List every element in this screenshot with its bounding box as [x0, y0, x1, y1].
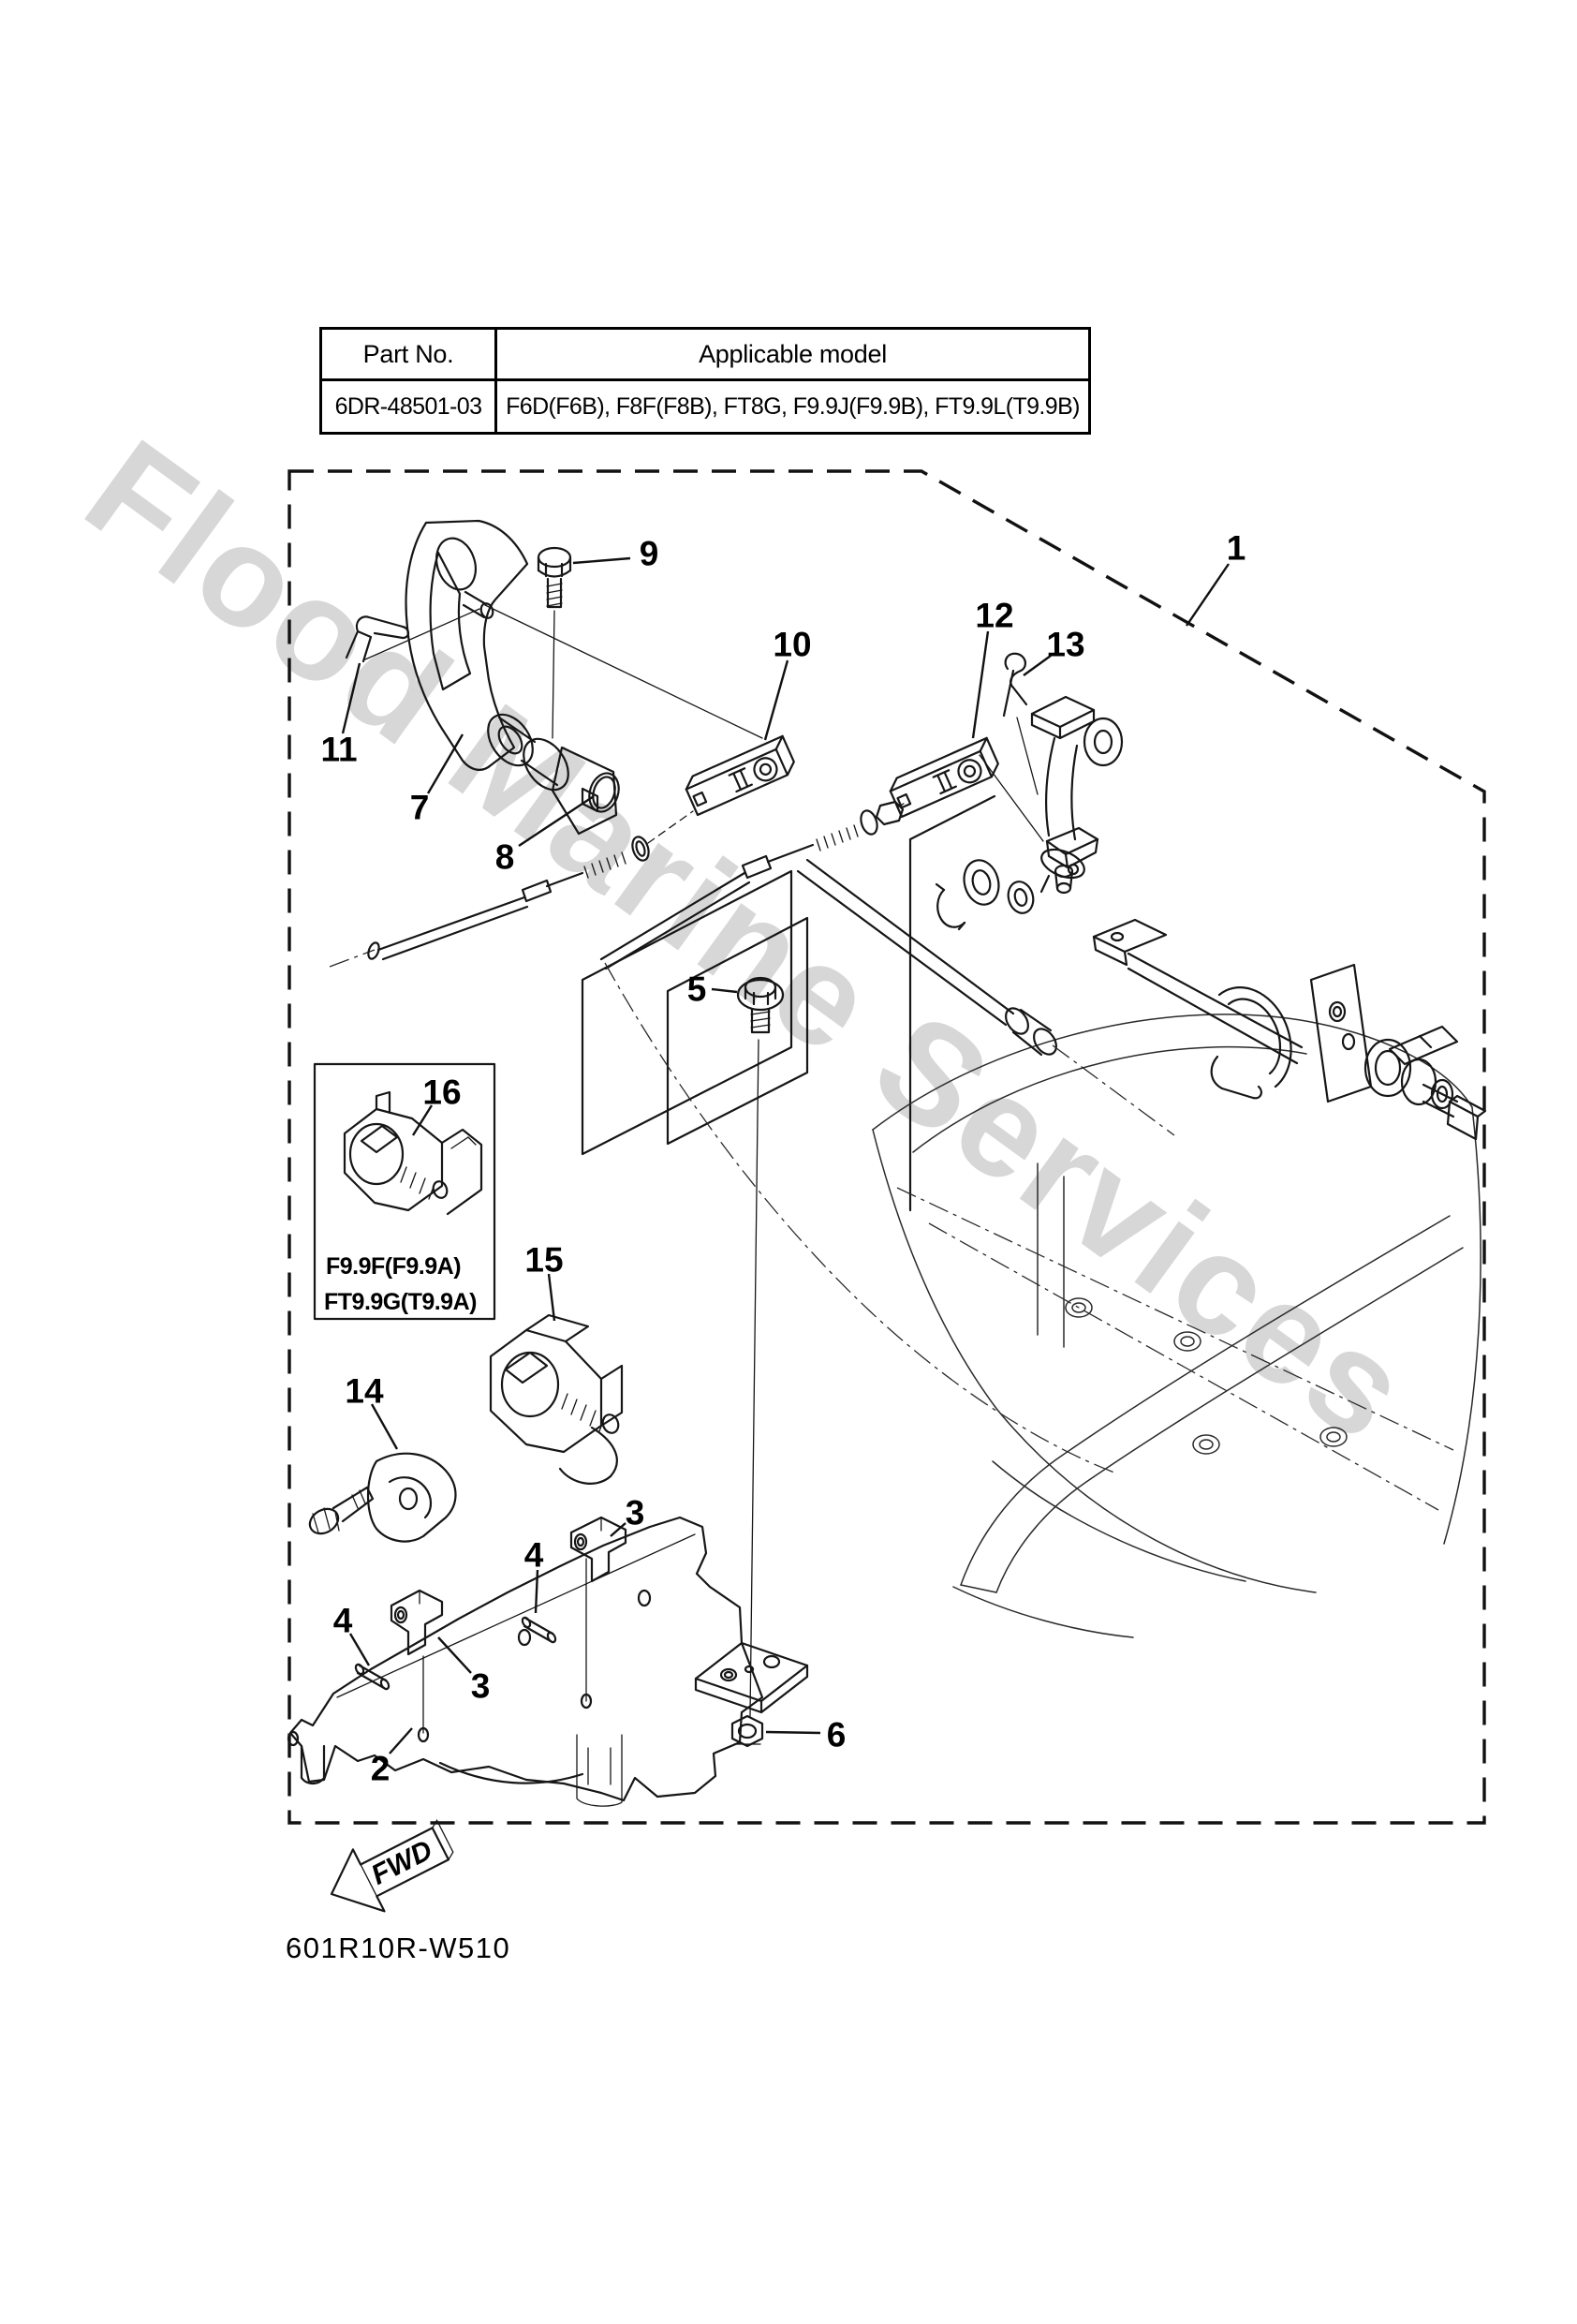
part-7-cable-barrel: [487, 713, 618, 836]
part-9-bolt: [537, 546, 572, 609]
part-5-bolt: [736, 976, 785, 1034]
callout-leader-10: [763, 659, 789, 741]
assembly-reference-lines: [364, 604, 1044, 1734]
engine-phantom: [872, 1014, 1481, 1638]
part-4-pin-mid: [521, 1616, 557, 1644]
table-data-row: 6DR-48501-03 F6D(F6B), F8F(F8B), FT8G, F…: [322, 381, 1088, 432]
part-10-cable-end: [685, 734, 795, 817]
callout-leader-2: [389, 1727, 413, 1754]
callout-leader-3: [437, 1636, 472, 1674]
callout-leader-15: [547, 1273, 556, 1322]
callout-number-3: 3: [471, 1667, 491, 1706]
part-2-foot-plate: [694, 1641, 809, 1714]
callout-leader-9: [572, 556, 631, 565]
inset-model-label-2: FT9.9G(T9.9A): [324, 1289, 477, 1315]
kit-boundary-dashed: [287, 469, 1486, 1825]
callout-number-11: 11: [320, 731, 357, 769]
callout-number-12: 12: [975, 597, 1013, 635]
part-12-cable-end: [889, 736, 999, 819]
part-number-table: Part No. Applicable model 6DR-48501-03 F…: [319, 327, 1091, 435]
callout-number-4: 4: [524, 1536, 544, 1575]
part-13-r-pin: [1002, 652, 1028, 718]
part-3-clamp-right: [569, 1516, 627, 1583]
part-3-clamp-left: [390, 1589, 444, 1656]
callout-leader-4: [534, 1569, 539, 1614]
callout-number-16: 16: [422, 1073, 461, 1112]
fwd-direction-arrow: FWD: [330, 1818, 454, 1913]
steering-friction-assembly: [1092, 918, 1487, 1141]
bolt-bosses: [1065, 1297, 1348, 1455]
cell-part-no: 6DR-48501-03: [322, 381, 497, 432]
callout-number-13: 13: [1046, 626, 1084, 664]
part-14-bolt: [308, 1486, 375, 1535]
callout-leader-14: [370, 1403, 399, 1450]
part-11-clip-pin: [345, 615, 410, 663]
cable-clip-cluster: [935, 848, 1085, 931]
part-8-o-ring: [588, 772, 620, 813]
callout-leader-13: [1023, 655, 1052, 676]
throttle-cables: [329, 800, 1175, 1473]
callout-number-15: 15: [524, 1241, 563, 1280]
drawing-code: 601R10R-W510: [286, 1932, 510, 1964]
throttle-lever-assembly: [1030, 695, 1124, 895]
part-15-rubber-mount: [489, 1313, 624, 1485]
callout-number-2: 2: [371, 1750, 391, 1788]
callout-number-3: 3: [626, 1494, 645, 1532]
callout-number-5: 5: [687, 970, 707, 1009]
part-14-damper-washer: [367, 1452, 457, 1543]
callout-leader-6: [765, 1730, 821, 1735]
mount-plates: [581, 794, 996, 1212]
roman-II-mark: [932, 769, 957, 795]
callout-number-7: 7: [410, 789, 430, 827]
inset-model-label-1: F9.9F(F9.9A): [326, 1253, 461, 1280]
callout-leader-5: [711, 987, 738, 994]
callout-number-10: 10: [773, 626, 811, 664]
table-header-row: Part No. Applicable model: [322, 330, 1088, 381]
callout-number-4: 4: [333, 1602, 353, 1640]
callout-number-9: 9: [640, 535, 659, 573]
part-16-rubber-mount: [343, 1090, 483, 1216]
callout-leader-7: [426, 733, 464, 794]
callout-number-14: 14: [345, 1372, 384, 1411]
callout-number-1: 1: [1227, 529, 1246, 568]
callout-leader-4: [348, 1633, 371, 1666]
header-applicable-model: Applicable model: [699, 339, 887, 368]
roman-II-mark: [728, 767, 753, 793]
callout-number-6: 6: [827, 1716, 847, 1754]
callout-leader-1: [1186, 563, 1230, 627]
watermark-text: Flood Marine Services: [59, 409, 1438, 1473]
callout-leader-8: [518, 794, 595, 848]
part-6-nut: [730, 1714, 764, 1748]
header-part-no: Part No.: [322, 330, 497, 378]
part-7-clamp-bracket: [405, 519, 529, 771]
callout-leader-16: [411, 1104, 434, 1136]
callout-leader-3: [610, 1522, 626, 1537]
callout-number-8: 8: [495, 838, 515, 877]
callout-leader-11: [341, 662, 361, 734]
cell-models: F6D(F6B), F8F(F8B), FT8G, F9.9J(F9.9B), …: [506, 392, 1080, 420]
callout-leader-12: [971, 630, 990, 739]
inset-box-f99: F9.9F(F9.9A) FT9.9G(T9.9A): [313, 1062, 496, 1321]
